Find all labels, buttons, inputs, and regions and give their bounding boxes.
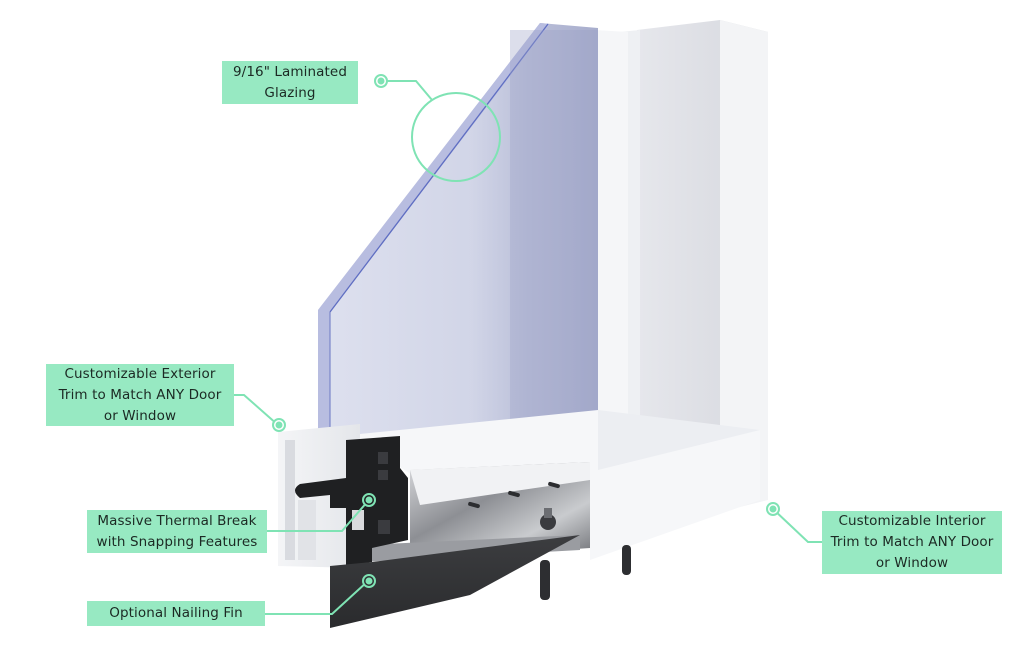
callout-thermal-break: Massive Thermal Break with Snapping Feat…	[87, 510, 267, 553]
callout-line: with Snapping Features	[96, 533, 258, 550]
glass-pane	[318, 23, 598, 472]
callout-line: Massive Thermal Break	[97, 512, 257, 529]
callout-interior-trim: Customizable Interior Trim to Match ANY …	[822, 511, 1002, 574]
callout-line: or Window	[875, 555, 949, 571]
callout-line: Trim to Match ANY Door	[830, 534, 994, 550]
callout-laminated-glazing: 9/16" Laminated Glazing	[222, 61, 358, 104]
callout-leaders	[234, 80, 822, 615]
leader-interior	[772, 508, 822, 543]
thermal-break	[295, 436, 408, 566]
leader-fin	[265, 580, 369, 615]
callout-line: Customizable Interior	[838, 513, 986, 529]
callout-markers	[272, 74, 780, 588]
callout-line: or Window	[103, 407, 177, 424]
callout-line: Optional Nailing Fin	[109, 605, 243, 621]
leader-glazing	[382, 80, 501, 182]
callout-exterior-trim: Customizable Exterior Trim to Match ANY …	[46, 364, 234, 426]
nailing-fin	[330, 535, 580, 628]
adjustment-legs	[540, 545, 631, 600]
leader-exterior	[234, 394, 279, 426]
callout-line: Customizable Exterior	[64, 365, 216, 382]
leader-thermal	[267, 500, 369, 532]
callout-nailing-fin: Optional Nailing Fin	[87, 601, 265, 626]
callout-line: Glazing	[264, 84, 316, 101]
callout-line: 9/16" Laminated	[232, 63, 347, 80]
frame-cavity	[362, 462, 590, 562]
callout-line: Trim to Match ANY Door	[58, 386, 222, 403]
